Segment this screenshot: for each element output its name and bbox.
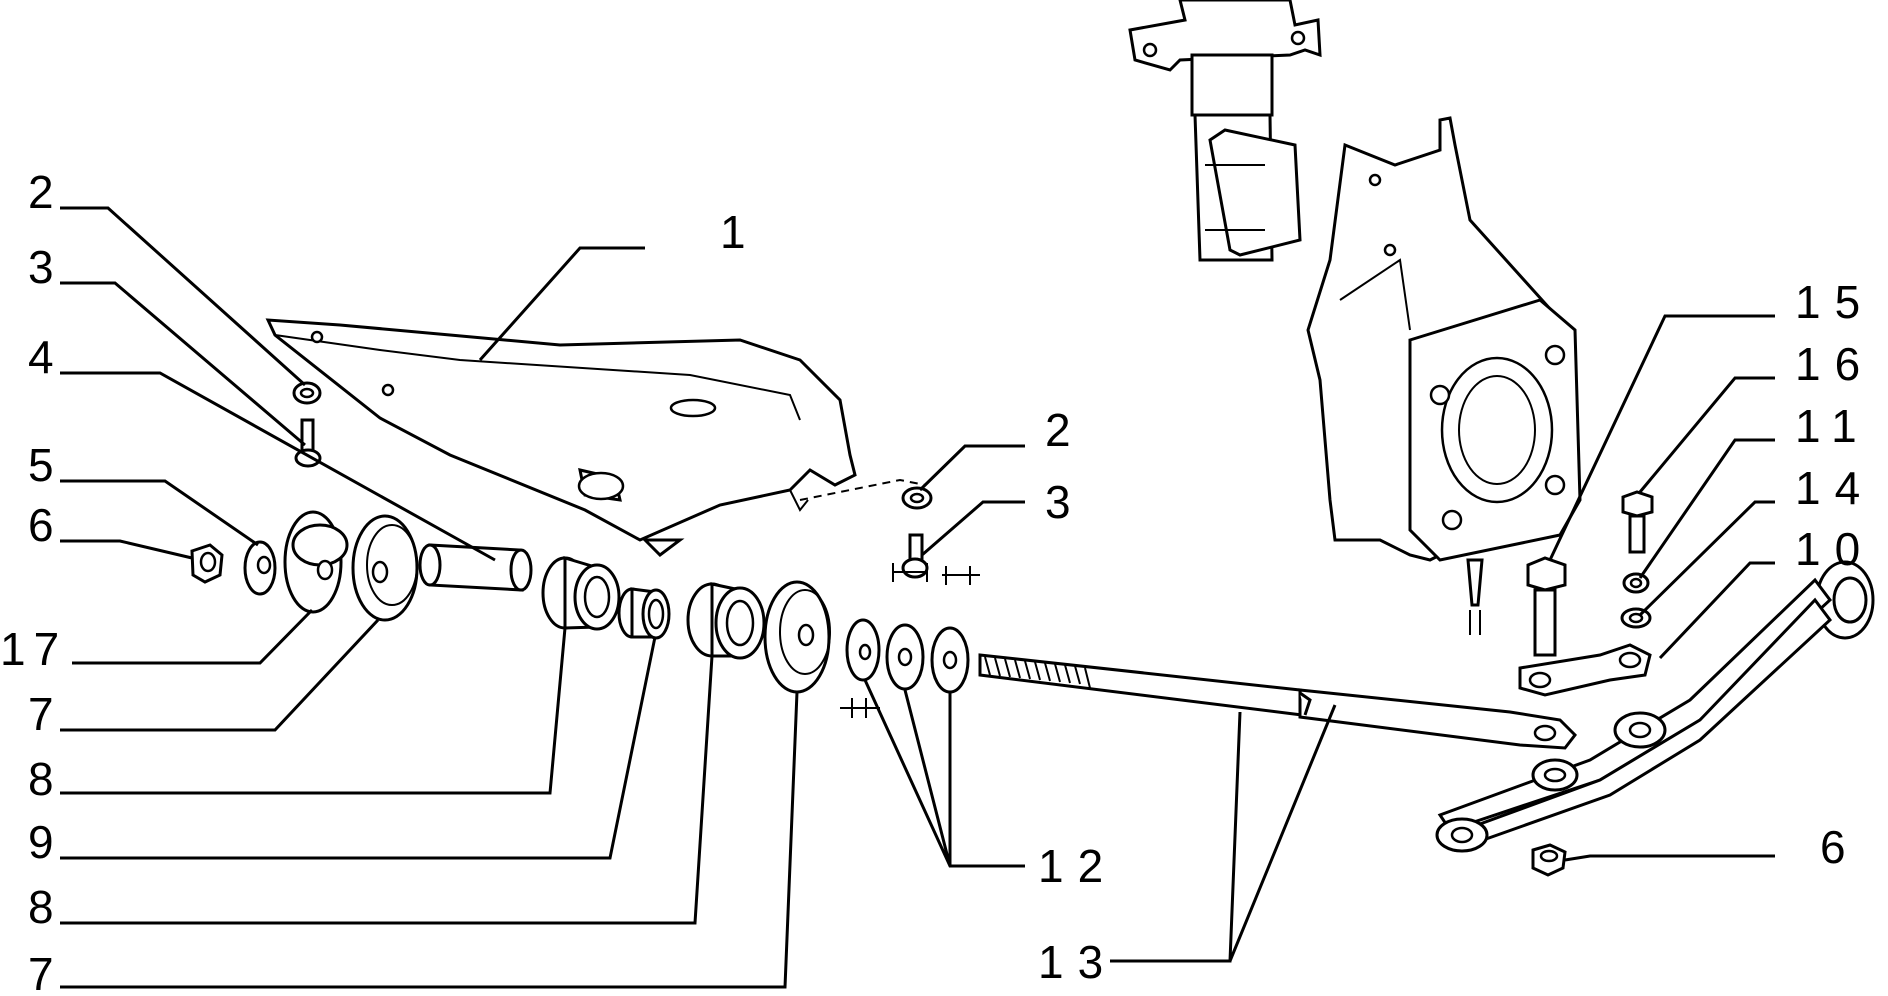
- callout-7-lower: 7: [28, 948, 54, 996]
- washer-bolt-left: [292, 381, 322, 468]
- rubber-cup-7-left: [351, 514, 419, 622]
- spacer-tube-4: [418, 543, 533, 592]
- shims-12: [840, 563, 980, 718]
- nut-left: [190, 543, 224, 584]
- callout-8-upper: 8: [28, 753, 54, 805]
- callout-3-left: 3: [28, 241, 54, 293]
- callout-7-upper: 7: [28, 688, 54, 740]
- callout-12: 12: [1038, 840, 1117, 892]
- tie-rod-13: [978, 653, 1577, 750]
- strut-assembly: [1128, 0, 1322, 262]
- callout-2-right: 2: [1045, 404, 1071, 456]
- washer-5: [243, 540, 277, 596]
- callout-5: 5: [28, 439, 54, 491]
- leader-lines: [60, 206, 1775, 989]
- bush-9: [617, 587, 671, 640]
- callout-6-left: 6: [28, 499, 54, 551]
- callout-11: 11: [1795, 400, 1871, 452]
- callout-16: 16: [1795, 338, 1874, 390]
- bushing-8-right: [686, 582, 766, 660]
- steering-knuckle: [1306, 116, 1582, 635]
- callout-8-lower: 8: [28, 881, 54, 933]
- callout-9: 9: [28, 816, 54, 868]
- callout-15: 15: [1795, 276, 1874, 328]
- plate-10: [1518, 643, 1652, 697]
- callout-17: 17: [0, 623, 67, 675]
- nut-14: [1620, 607, 1652, 629]
- callout-10: 10: [1795, 523, 1874, 575]
- callout-1: 1: [720, 206, 746, 258]
- callout-labels: 1 2 3 4 5 6 17 7 8 9 8 7 2 3 12 13 15 16…: [0, 166, 1874, 996]
- callout-14: 14: [1795, 462, 1874, 514]
- callout-6-right: 6: [1820, 821, 1846, 873]
- callout-3-right: 3: [1045, 476, 1071, 528]
- nut-6-right: [1531, 843, 1567, 877]
- control-arm: [1435, 560, 1875, 853]
- bolt-16: [1621, 490, 1654, 554]
- callout-2-left: 2: [28, 166, 54, 218]
- rubber-cup-17: [283, 510, 349, 614]
- bushing-8-left: [541, 555, 621, 631]
- bolt-15: [1526, 556, 1567, 657]
- rubber-cup-7-right: [763, 580, 831, 694]
- mounting-bracket: [265, 318, 857, 557]
- washer-11: [1622, 572, 1650, 594]
- callout-13: 13: [1038, 936, 1117, 988]
- callout-4: 4: [28, 331, 54, 383]
